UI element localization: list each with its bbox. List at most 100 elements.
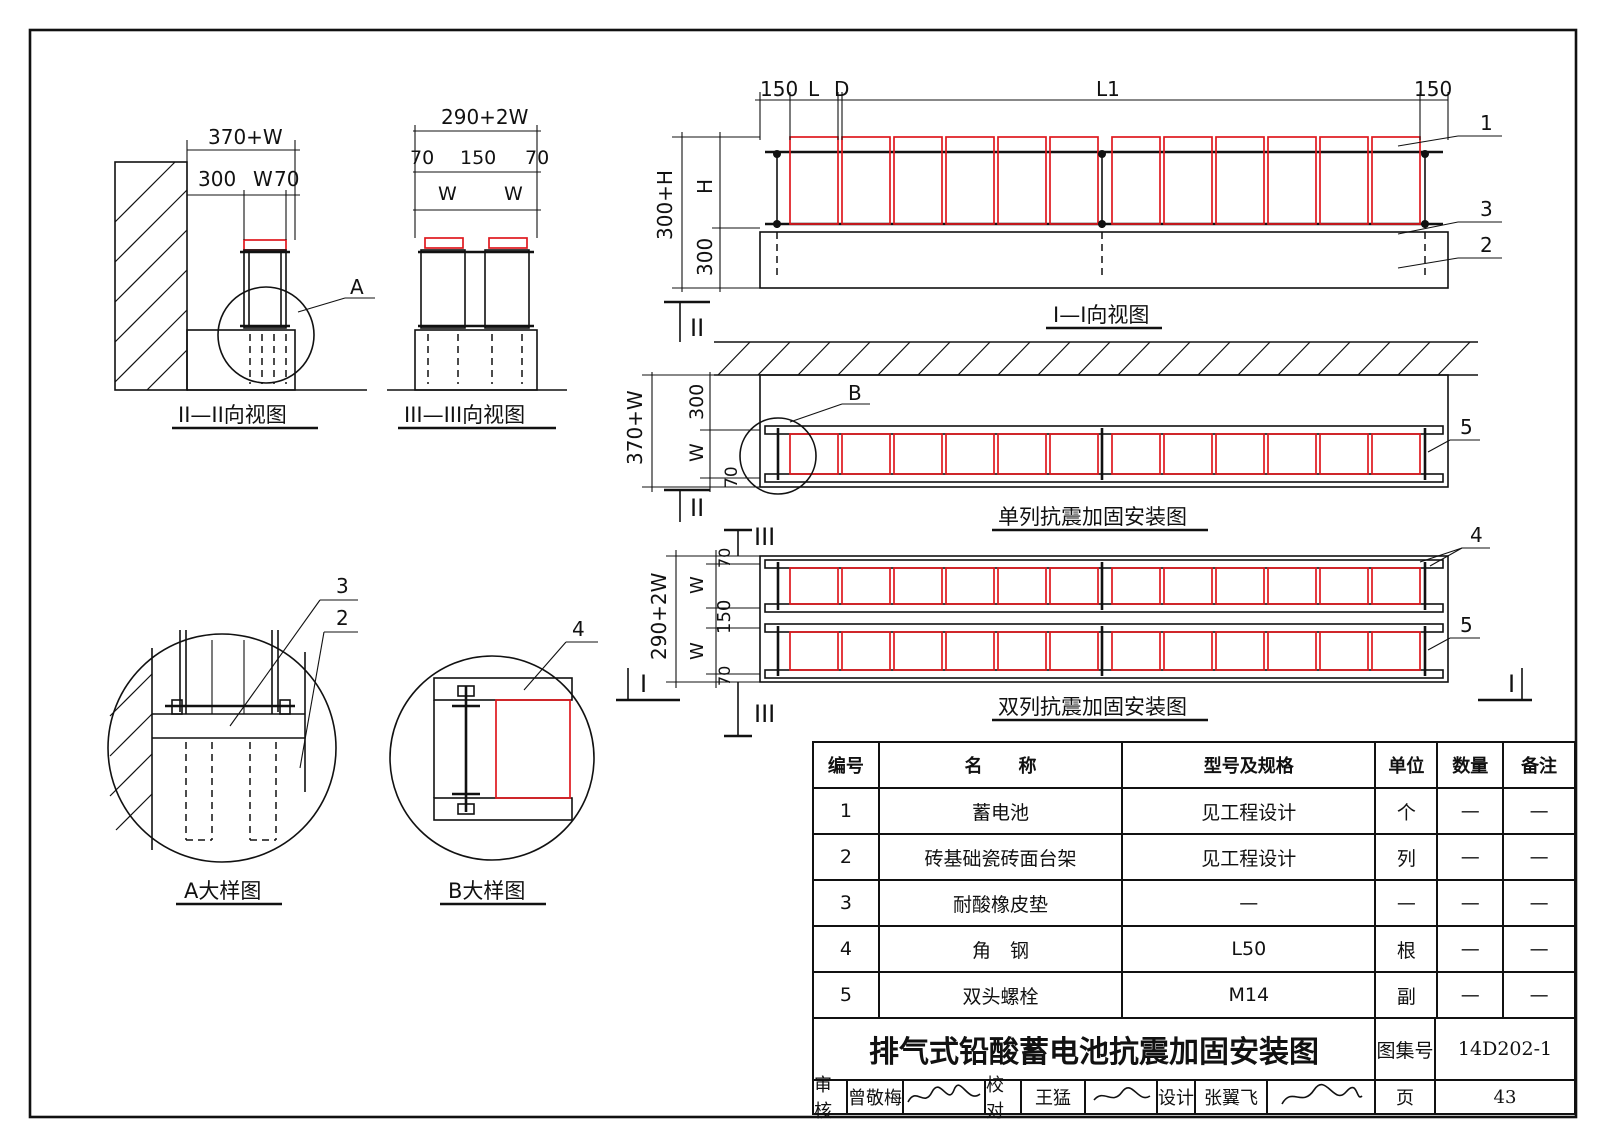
col-header-remark: 备注 xyxy=(1502,741,1576,789)
atlas-label: 图集号 xyxy=(1374,1017,1436,1081)
view-i-label: I—I向视图 xyxy=(1053,303,1149,327)
svg-text:B: B xyxy=(848,381,862,405)
svg-text:4: 4 xyxy=(1470,523,1483,547)
svg-text:W: W xyxy=(438,183,457,205)
svg-text:2: 2 xyxy=(1480,233,1493,257)
battery-row-elevation xyxy=(789,136,1421,225)
battery-top xyxy=(243,239,287,251)
svg-text:70: 70 xyxy=(525,147,549,169)
col-header-name: 名 称 xyxy=(877,741,1124,789)
detail-b-circle xyxy=(739,417,817,495)
svg-text:150: 150 xyxy=(714,600,735,634)
svg-text:W: W xyxy=(687,642,708,660)
svg-text:290+2W: 290+2W xyxy=(647,572,671,660)
view-i-elevation: 150 L D L1 150 300+H H 300 1 3 2 I—I向视图 xyxy=(653,77,1502,330)
svg-text:H: H xyxy=(693,179,717,194)
svg-text:W: W xyxy=(686,443,708,462)
page-label: 页 xyxy=(1374,1079,1436,1115)
svg-text:I: I xyxy=(1508,670,1515,698)
designer-signature xyxy=(1266,1079,1376,1115)
title-block: 排气式铅酸蓄电池抗震加固安装图 图集号 14D202-1 审核 曾敬梅 校对 王… xyxy=(812,1017,1576,1122)
svg-text:III: III xyxy=(754,700,775,728)
section-iii-label: III—III向视图 xyxy=(404,403,525,427)
designer-name: 张翼飞 xyxy=(1194,1079,1268,1115)
drawing-title: 排气式铅酸蓄电池抗震加固安装图 xyxy=(812,1017,1376,1081)
wall-hatch xyxy=(114,161,188,391)
svg-text:300+H: 300+H xyxy=(653,170,677,240)
detail-b-label: B大样图 xyxy=(448,879,525,903)
signature-mark xyxy=(1281,1083,1363,1105)
svg-text:70: 70 xyxy=(274,167,299,191)
svg-text:70: 70 xyxy=(715,666,734,686)
svg-text:III: III xyxy=(754,523,775,551)
wall xyxy=(114,161,188,391)
section-iii-view: 290+2W 70 150 70 W W III—III向视图 xyxy=(387,105,567,430)
detail-b: 4 B大样图 xyxy=(389,617,598,906)
section-ii-view: A 370+W 300 W 70 II—II向视图 xyxy=(114,125,375,430)
svg-text:150: 150 xyxy=(1414,77,1452,101)
svg-text:370+W: 370+W xyxy=(208,125,283,149)
signature-mark xyxy=(907,1084,981,1103)
floor-hatch xyxy=(717,341,1471,376)
svg-text:150: 150 xyxy=(460,147,496,169)
detail-a-circle xyxy=(217,286,315,384)
svg-text:3: 3 xyxy=(1480,197,1493,221)
brick-base xyxy=(186,329,296,391)
review-label: 审核 xyxy=(812,1075,848,1122)
svg-text:300: 300 xyxy=(198,167,236,191)
double-row-label: 双列抗震加固安装图 xyxy=(998,695,1187,719)
svg-text:II: II xyxy=(690,494,704,522)
checker-signature xyxy=(1084,1079,1158,1115)
svg-text:II: II xyxy=(690,314,704,342)
svg-text:L1: L1 xyxy=(1096,77,1120,101)
reviewer-signature xyxy=(902,1079,986,1115)
detail-a: 3 2 A大样图 xyxy=(107,574,358,906)
svg-text:D: D xyxy=(834,77,849,101)
section-ii-label: II—II向视图 xyxy=(178,403,287,427)
sheet-border xyxy=(28,28,1578,1119)
svg-text:2: 2 xyxy=(336,606,349,630)
svg-text:300: 300 xyxy=(686,384,708,420)
svg-text:L: L xyxy=(808,77,820,101)
col-header-spec: 型号及规格 xyxy=(1121,741,1377,789)
single-row-label: 单列抗震加固安装图 xyxy=(998,505,1187,529)
svg-text:W: W xyxy=(687,576,708,594)
svg-text:370+W: 370+W xyxy=(623,390,647,465)
mark-a: A xyxy=(350,275,364,299)
svg-text:290+2W: 290+2W xyxy=(441,105,529,129)
svg-text:70: 70 xyxy=(722,466,742,488)
single-row-plan: B 5 370+W 300 W 70 II II 单列抗震加固安装图 xyxy=(623,300,1480,532)
checker-name: 王猛 xyxy=(1020,1079,1086,1115)
page-number: 43 xyxy=(1434,1079,1576,1115)
svg-text:3: 3 xyxy=(336,574,349,598)
col-header-no: 编号 xyxy=(812,741,880,789)
svg-text:70: 70 xyxy=(715,548,734,568)
svg-text:150: 150 xyxy=(760,77,798,101)
svg-text:W: W xyxy=(253,167,273,191)
svg-text:300: 300 xyxy=(693,238,717,276)
svg-text:I: I xyxy=(640,670,647,698)
design-label: 设计 xyxy=(1156,1079,1196,1115)
check-label: 校对 xyxy=(984,1075,1022,1122)
svg-text:W: W xyxy=(504,183,523,205)
signature-mark xyxy=(1093,1087,1151,1101)
col-header-qty: 数量 xyxy=(1436,741,1505,789)
double-row-plan: 4 5 290+2W 70 W 150 W 70 III III I I 双列抗… xyxy=(616,523,1532,738)
svg-text:5: 5 xyxy=(1460,613,1473,637)
battery-row-double-2 xyxy=(789,631,1421,671)
svg-text:1: 1 xyxy=(1480,111,1493,135)
battery-row-double-1 xyxy=(789,567,1421,605)
svg-text:4: 4 xyxy=(572,617,585,641)
col-header-unit: 单位 xyxy=(1374,741,1439,789)
reviewer-name: 曾敬梅 xyxy=(846,1079,904,1115)
table-header-row: 编号 名 称 型号及规格 单位 数量 备注 xyxy=(812,741,1576,789)
svg-text:5: 5 xyxy=(1460,415,1473,439)
detail-a-label: A大样图 xyxy=(184,879,261,903)
